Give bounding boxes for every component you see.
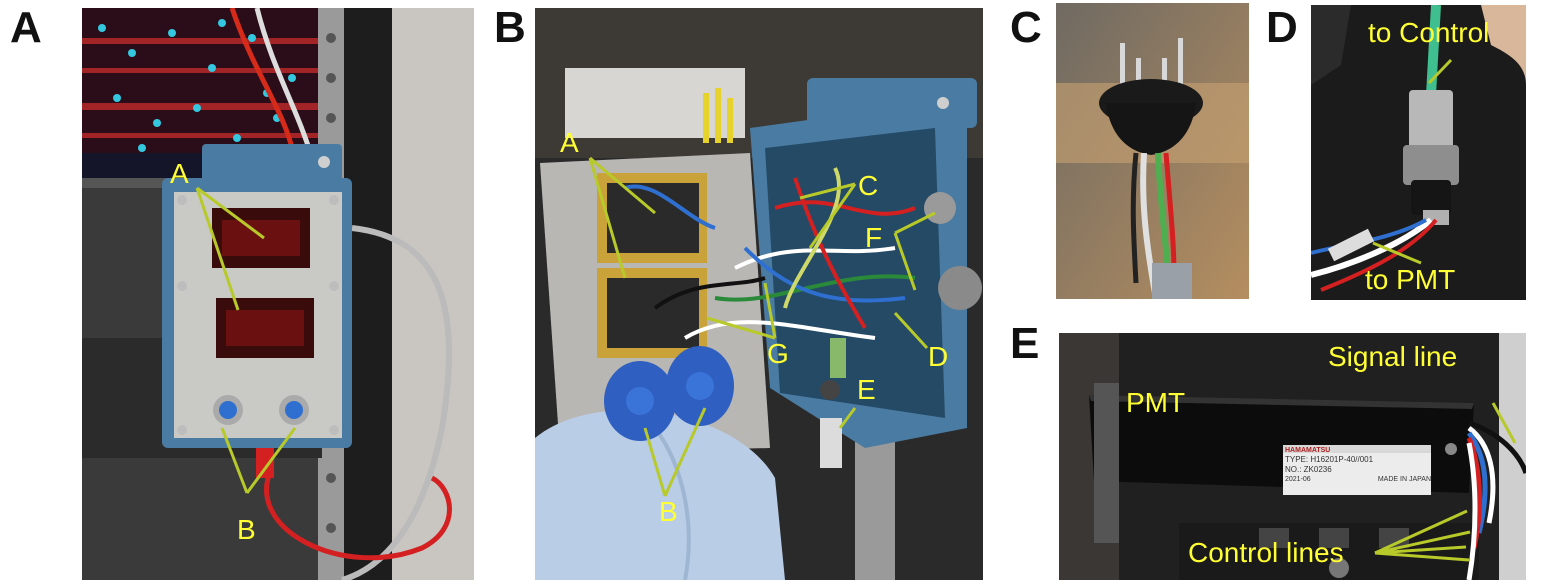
panel-c-letter: C bbox=[1010, 3, 1042, 52]
panel-d-leaders bbox=[1372, 58, 1453, 265]
panel-d-photo: to Control to PMT bbox=[1311, 5, 1526, 300]
panel-b-photo: A C F G D E B bbox=[535, 8, 983, 580]
panel-a-label-b: B bbox=[237, 514, 256, 545]
panel-b-label-e: E bbox=[857, 374, 876, 405]
panel-b-label-d: D bbox=[928, 341, 949, 372]
panel-e-image bbox=[1059, 333, 1526, 580]
panel-b-label-f: F bbox=[865, 222, 883, 253]
panel-e-photo: HAMAMATSU TYPE: H16201P-40//001 NO.: ZK0… bbox=[1059, 333, 1526, 580]
panel-a-leaders bbox=[195, 186, 297, 494]
panel-d-image bbox=[1311, 5, 1526, 300]
panel-b-leaders bbox=[588, 156, 936, 497]
panel-b-image bbox=[535, 8, 983, 580]
panel-a-label-a: A bbox=[170, 158, 189, 189]
device-label-no: NO.: ZK0236 bbox=[1285, 465, 1332, 474]
panel-d-label-to-pmt: to PMT bbox=[1365, 264, 1456, 295]
panel-b-label-g: G bbox=[767, 338, 789, 369]
panel-a-letter: A bbox=[10, 3, 42, 52]
device-label-type: TYPE: H16201P-40//001 bbox=[1285, 455, 1374, 464]
panel-a-photo: A B bbox=[82, 8, 474, 580]
panel-c-image bbox=[1056, 3, 1249, 299]
panel-e-label-signal-line: Signal line bbox=[1328, 341, 1458, 372]
panel-a-image bbox=[82, 8, 474, 580]
panel-e-label-pmt: PMT bbox=[1126, 387, 1186, 418]
device-label-date: 2021-06 bbox=[1285, 476, 1311, 483]
panel-e-letter: E bbox=[1010, 319, 1040, 368]
panel-d-letter: D bbox=[1266, 3, 1298, 52]
panel-b-letter: B bbox=[494, 3, 526, 52]
device-label-origin: MADE IN JAPAN bbox=[1377, 476, 1431, 483]
panel-e-leaders bbox=[1374, 402, 1517, 562]
device-label-brand: HAMAMATSU bbox=[1285, 447, 1331, 454]
panel-d-label-to-control: to Control bbox=[1368, 17, 1490, 48]
panel-b-label-c: C bbox=[858, 170, 879, 201]
panel-e-label-control-lines: Control lines bbox=[1188, 537, 1344, 568]
panel-b-label-b: B bbox=[659, 496, 678, 527]
device-label: HAMAMATSU TYPE: H16201P-40//001 NO.: ZK0… bbox=[1285, 446, 1431, 494]
panel-c-photo bbox=[1056, 3, 1249, 299]
panel-b-label-a: A bbox=[560, 127, 579, 158]
